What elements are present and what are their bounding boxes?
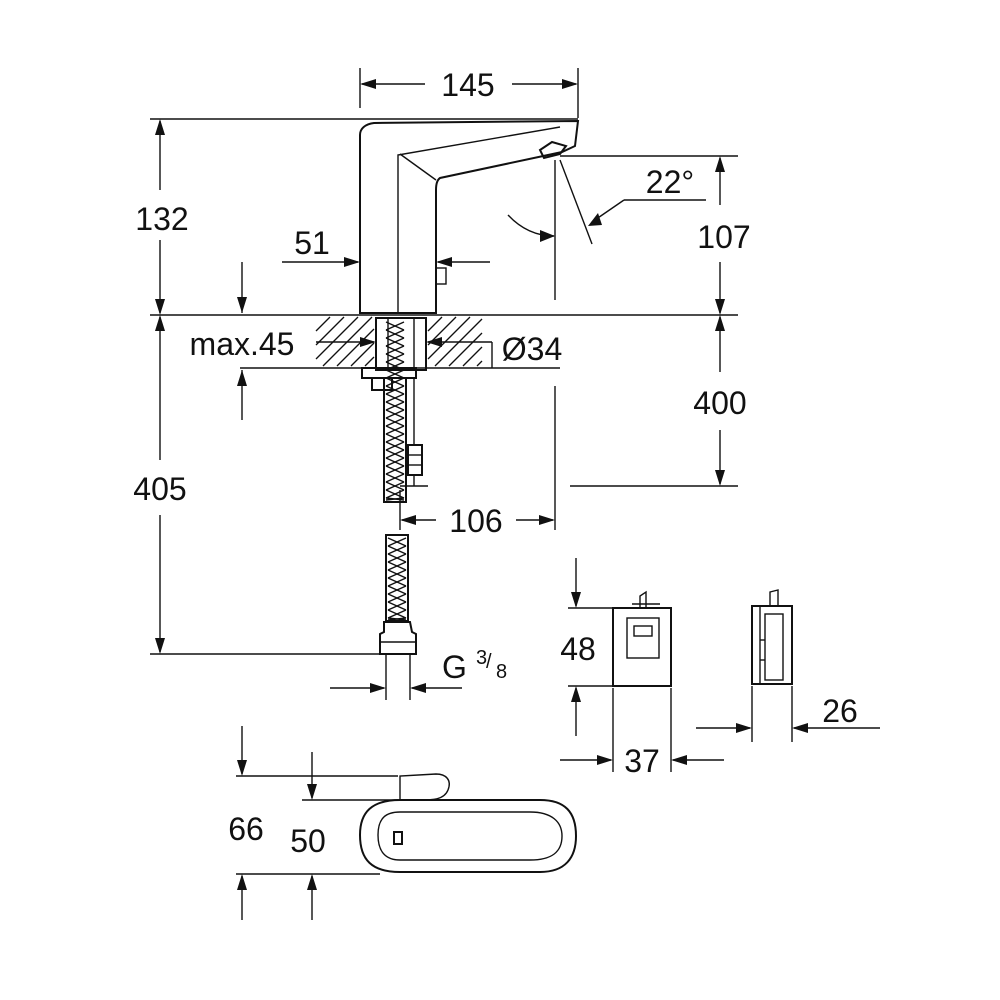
dim-label-thread-den: 8 (496, 661, 507, 683)
dim-label-26: 26 (822, 693, 858, 729)
braid-line (387, 577, 407, 587)
braid-line (387, 585, 407, 595)
braid-line (385, 449, 405, 459)
braid-line (387, 617, 407, 621)
hatch-line (315, 316, 359, 360)
thread-slash: / (486, 651, 492, 673)
dim-label-400: 400 (693, 385, 746, 421)
braid-line (385, 489, 405, 499)
braid-line (385, 385, 405, 395)
braid-line (385, 433, 405, 443)
braid-line (385, 337, 405, 347)
braid-line (385, 473, 405, 483)
dim-label-thread-g: G (442, 649, 467, 685)
hatch-line (476, 360, 483, 367)
control-box-front (612, 590, 672, 687)
dim-label-405: 405 (133, 471, 186, 507)
braid-line (387, 561, 407, 571)
braid-line (385, 353, 405, 363)
braid-line (385, 377, 405, 387)
braid-line (385, 481, 405, 491)
hatch-line (427, 316, 443, 332)
hatch-line (336, 328, 375, 367)
dim-label-145: 145 (441, 67, 494, 103)
braid-line (385, 465, 405, 475)
dim-label-37: 37 (624, 743, 660, 779)
dim-label-diameter-34: Ø34 (502, 331, 562, 367)
braid-line (385, 409, 405, 419)
braid-line (385, 441, 405, 451)
braid-line (385, 345, 405, 355)
hatch-line (350, 342, 375, 367)
braid-line (385, 417, 405, 427)
hatch-line (315, 316, 331, 332)
hatch-line (315, 316, 345, 346)
dim-label-thread-num: 3 (476, 647, 487, 669)
dim-label-107: 107 (697, 219, 750, 255)
braid-line (385, 393, 405, 403)
braid-line (385, 361, 405, 371)
hatch-line (427, 316, 471, 360)
dim-label-max45: max.45 (190, 326, 295, 362)
braid-line (385, 425, 405, 435)
braid-line (385, 369, 405, 379)
dim-label-106: 106 (449, 503, 502, 539)
dim-label-66: 66 (228, 811, 264, 847)
faucet-top-view (358, 773, 578, 873)
supply-hose (379, 321, 428, 700)
braid-line (385, 457, 405, 467)
braid-line (385, 329, 405, 339)
braid-line (387, 569, 407, 579)
braid-line (385, 401, 405, 411)
dim-label-50: 50 (290, 823, 326, 859)
dimension-labels: 145 132 22° 107 51 max.45 Ø34 400 405 10… (133, 67, 857, 859)
arrowheads (155, 79, 808, 890)
hatch-line (462, 346, 483, 367)
braid-line (385, 321, 405, 331)
braid-line (387, 545, 407, 555)
dim-label-132: 132 (135, 201, 188, 237)
dim-label-angle: 22° (646, 164, 694, 200)
braid-line (387, 537, 407, 547)
dim-label-48: 48 (560, 631, 596, 667)
hatch-line (448, 332, 483, 367)
faucet-side-view (359, 119, 580, 314)
braid-line (387, 553, 407, 563)
hatch-line (364, 356, 375, 367)
dim-label-51: 51 (294, 225, 330, 261)
braid-line (387, 609, 407, 619)
braid-line (387, 593, 407, 603)
braid-line (387, 601, 407, 611)
control-box-side (751, 589, 793, 685)
braid-line (385, 497, 405, 501)
dimension-lines (150, 68, 880, 920)
